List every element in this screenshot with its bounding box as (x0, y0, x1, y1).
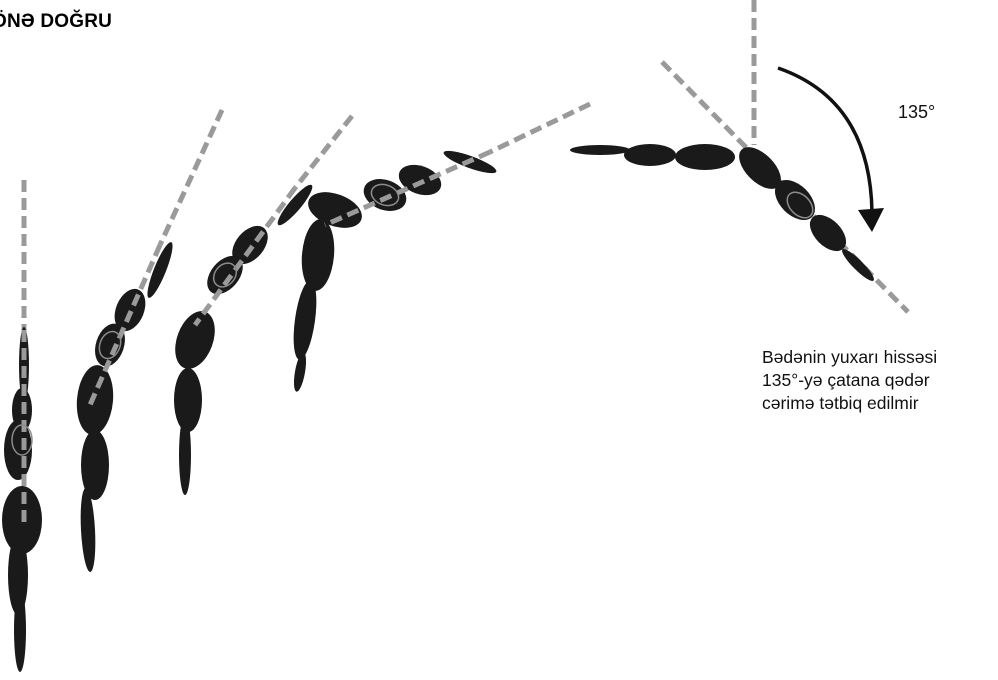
diver-figure-4 (290, 104, 590, 393)
diver-figure-1 (2, 180, 42, 672)
body-reference-line-2 (160, 110, 222, 245)
body-reference-line-3 (295, 116, 352, 188)
note-line-1: Bədənin yuxarı hissəsi (762, 346, 992, 369)
diver-figure-3 (168, 116, 352, 495)
angle-label: 135° (898, 102, 935, 123)
diver-figure-5 (570, 0, 908, 312)
penalty-note: Bədənin yuxarı hissəsi 135°-yə çatana qə… (762, 346, 992, 415)
note-line-3: cərimə tətbiq edilmir (762, 392, 992, 415)
body-reference-line-4 (490, 104, 590, 152)
note-line-2: 135°-yə çatana qədər (762, 369, 992, 392)
